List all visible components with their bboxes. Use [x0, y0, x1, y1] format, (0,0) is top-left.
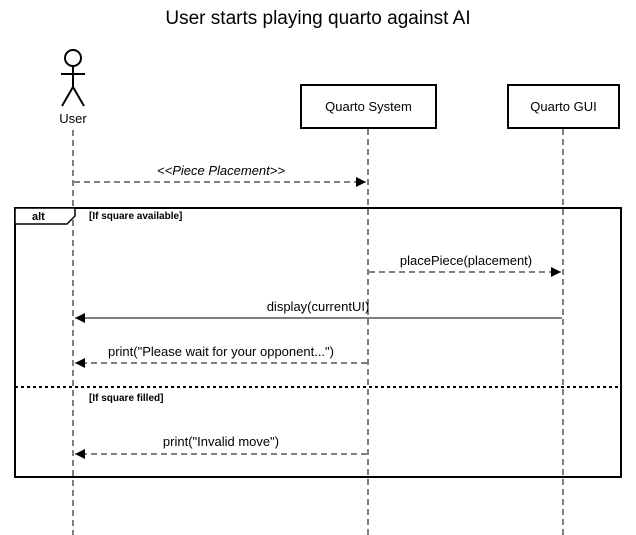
user-label: User — [59, 111, 87, 126]
print-wait-label: print("Please wait for your opponent..."… — [108, 344, 334, 359]
alt-fragment-frame — [14, 207, 622, 478]
alt-operator-label: alt — [32, 211, 45, 223]
alt-operator-tab — [14, 207, 76, 225]
diagram-title: User starts playing quarto against AI — [165, 8, 470, 29]
piece-placement-label: <<Piece Placement>> — [157, 163, 285, 178]
quarto-gui-label: Quarto GUI — [530, 99, 596, 114]
guard-square-available: [If square available] — [89, 211, 182, 222]
print-invalid-label: print("Invalid move") — [163, 434, 279, 449]
user-actor-icon — [61, 49, 85, 107]
place-piece-label: placePiece(placement) — [400, 253, 532, 268]
quarto-gui-box: Quarto GUI — [507, 84, 620, 129]
display-label: display(currentUI) — [267, 299, 370, 314]
guard-square-filled: [If square filled] — [89, 393, 163, 404]
quarto-system-box: Quarto System — [300, 84, 437, 129]
quarto-system-label: Quarto System — [325, 99, 412, 114]
